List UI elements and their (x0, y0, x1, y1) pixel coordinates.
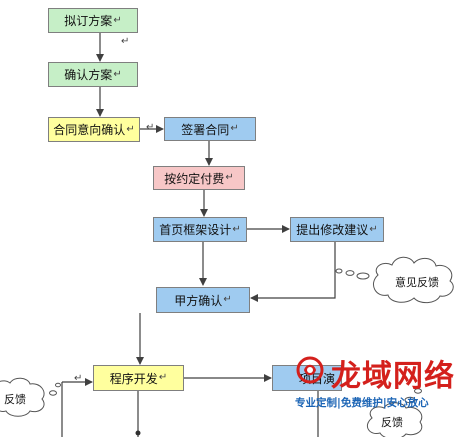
node-confirm-plan-label: 确认方案 (64, 68, 113, 82)
paragraph-mark: ↵ (369, 223, 378, 235)
cloud-feedback-right (367, 388, 423, 437)
node-confirm-plan: 确认方案↵ (48, 62, 138, 87)
node-contract-intent-label: 合同意向确认 (53, 123, 126, 137)
paragraph-mark: ↵ (121, 36, 130, 47)
node-homepage-design-label: 首页框架设计 (159, 223, 232, 237)
node-draft-plan: 拟订方案↵ (48, 8, 138, 33)
node-contract-intent: 合同意向确认↵ (48, 117, 140, 142)
cloud-opinion-feedback (335, 256, 454, 304)
paragraph-mark: ↵ (126, 123, 135, 135)
node-client-confirm: 甲方确认↵ (156, 287, 250, 313)
cloud-feedback-right-label: 反馈 (381, 416, 403, 429)
node-draft-plan-label: 拟订方案 (64, 14, 113, 28)
paragraph-mark: ↵ (230, 123, 239, 134)
paragraph-mark: ↵ (146, 122, 155, 133)
brand-logo-icon (296, 356, 324, 384)
paragraph-mark: ↵ (113, 14, 122, 26)
arrow-propose-to-confirm (250, 242, 336, 302)
node-pay-deposit-label: 按约定付费 (164, 171, 225, 186)
node-propose-changes-label: 提出修改建议 (296, 223, 369, 237)
cloud-feedback-left-label: 反馈 (4, 393, 26, 406)
paragraph-mark: ↵ (113, 68, 122, 80)
paragraph-mark: ↵ (223, 294, 232, 305)
node-development-label: 程序开发 (109, 371, 158, 386)
watermark-brand: 龙域网络 (331, 359, 455, 394)
node-client-confirm-label: 甲方确认 (174, 293, 223, 308)
node-homepage-design: 首页框架设计↵ (153, 217, 247, 242)
node-pay-deposit: 按约定付费↵ (153, 166, 245, 190)
node-propose-changes: 提出修改建议↵ (290, 217, 384, 242)
paragraph-mark: ↵ (158, 372, 168, 383)
node-sign-contract: 签署合同↵ (164, 117, 256, 141)
paragraph-mark: ↵ (232, 223, 241, 235)
node-sign-contract-label: 签署合同 (181, 122, 230, 137)
paragraph-mark: ↵ (74, 373, 83, 384)
cloud-opinion-feedback-label: 意见反馈 (395, 276, 439, 289)
paragraph-mark: ↵ (225, 172, 234, 183)
watermark-tagline: 专业定制|免费维护|安心放心 (295, 397, 429, 409)
node-development: 程序开发↵ (93, 365, 184, 391)
cloud-feedback-left (0, 377, 61, 417)
